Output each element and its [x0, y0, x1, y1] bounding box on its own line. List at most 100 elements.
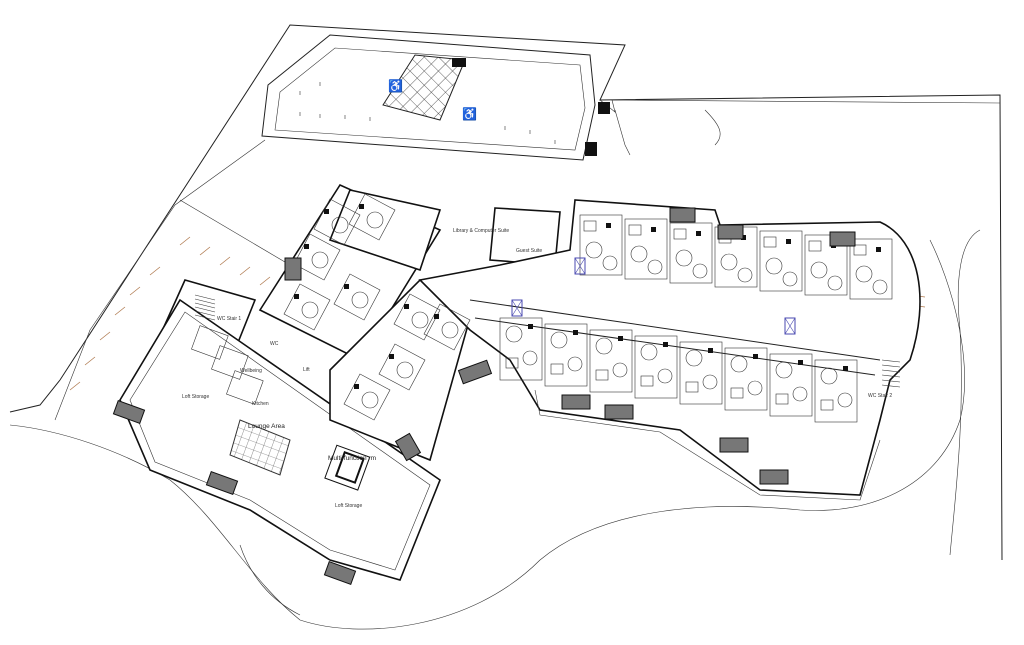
- bed: [673, 228, 687, 240]
- unit-room: [579, 214, 623, 276]
- door-swing: [411, 311, 429, 329]
- door-swing: [630, 245, 648, 263]
- bed: [505, 357, 519, 369]
- lift-shaft-cross: [784, 317, 796, 335]
- planter-blocks: [112, 207, 856, 586]
- unit-room: [313, 198, 361, 246]
- door-swing: [647, 259, 663, 275]
- door-swing: [855, 265, 873, 283]
- accessible-parking-icon: ♿: [388, 79, 403, 93]
- door-swing: [522, 350, 538, 366]
- fixture: [359, 204, 364, 209]
- door-swing: [765, 257, 783, 275]
- door-swing: [737, 267, 753, 283]
- lift-shaft-cross: [511, 299, 523, 317]
- stair-tread: [881, 384, 901, 388]
- door-swing: [567, 356, 583, 372]
- fixture: [434, 314, 439, 319]
- stair-tread: [194, 298, 216, 305]
- door-swing: [747, 380, 763, 396]
- fixture: [324, 209, 329, 214]
- unit-room: [669, 222, 713, 284]
- fixture: [618, 336, 623, 341]
- door-swing: [595, 337, 613, 355]
- door-swing: [585, 241, 603, 259]
- fixture: [573, 330, 578, 335]
- fixture: [696, 231, 701, 236]
- door-swing: [872, 279, 888, 295]
- label-wc: WC: [270, 341, 279, 347]
- bed: [640, 375, 654, 387]
- lift-shaft: [511, 299, 523, 317]
- door-swing: [837, 392, 853, 408]
- fixture: [798, 360, 803, 365]
- door-swing: [675, 249, 693, 267]
- unit-room: [378, 343, 426, 391]
- door-swing: [361, 391, 379, 409]
- label-guest: Guest Suite: [516, 248, 542, 254]
- fixture: [843, 366, 848, 371]
- door-swing: [366, 211, 384, 229]
- unit-room: [191, 325, 229, 360]
- label-loft-1: Loft Storage: [182, 394, 209, 400]
- stair-tread: [194, 314, 216, 321]
- unit-room: [283, 283, 331, 331]
- fixture: [294, 294, 299, 299]
- bed: [685, 381, 699, 393]
- door-swing: [311, 251, 329, 269]
- unit-room: [769, 353, 813, 417]
- label-lift: Lift: [303, 367, 310, 373]
- stair-tread: [881, 374, 901, 378]
- unit-room: [544, 323, 588, 387]
- label-library: Library & Computer Suite: [453, 228, 509, 234]
- bed: [808, 240, 822, 252]
- bed: [583, 220, 597, 232]
- door-swing: [602, 255, 618, 271]
- unit-room: [804, 234, 848, 296]
- label-stair-2: WC Stair 2: [868, 393, 892, 399]
- fixture: [404, 304, 409, 309]
- fixture: [304, 244, 309, 249]
- unit-room: [679, 341, 723, 405]
- door-swing: [441, 321, 459, 339]
- parking-area: ♿ ♿: [261, 34, 610, 161]
- door-swing: [782, 271, 798, 287]
- bed: [775, 393, 789, 405]
- label-loft-2: Loft Storage: [335, 503, 362, 509]
- label-multi: Multi-function rm: [328, 455, 376, 462]
- bed: [763, 236, 777, 248]
- bed: [820, 399, 834, 411]
- door-swing: [820, 367, 838, 385]
- door-swing: [730, 355, 748, 373]
- fixture: [753, 354, 758, 359]
- unit-room: [814, 359, 858, 423]
- door-swing: [301, 301, 319, 319]
- door-swing: [505, 325, 523, 343]
- fixture: [354, 384, 359, 389]
- unit-room: [211, 345, 249, 380]
- bed: [730, 387, 744, 399]
- stair-tread: [194, 302, 216, 309]
- door-swing: [827, 275, 843, 291]
- unit-room: [724, 347, 768, 411]
- stair-tread: [881, 369, 901, 373]
- label-wellbeing: Wellbeing: [240, 368, 262, 374]
- lift-shaft: [574, 257, 586, 275]
- unit-rooms: [191, 193, 901, 423]
- accessible-parking-icon: ♿: [462, 107, 477, 121]
- label-stair-1: WC Stair 1: [217, 316, 241, 322]
- bed: [628, 224, 642, 236]
- door-swing: [331, 216, 349, 234]
- unit-room: [348, 193, 396, 241]
- label-kitchen: Kitchen: [252, 401, 269, 407]
- bed: [595, 369, 609, 381]
- fixture: [344, 284, 349, 289]
- unit-room: [759, 230, 803, 292]
- door-swing: [396, 361, 414, 379]
- stair-tread: [194, 306, 216, 313]
- stair-tread: [194, 294, 216, 301]
- unit-room: [499, 317, 543, 381]
- fixture: [651, 227, 656, 232]
- unit-room: [333, 273, 381, 321]
- stair-tread: [881, 379, 901, 383]
